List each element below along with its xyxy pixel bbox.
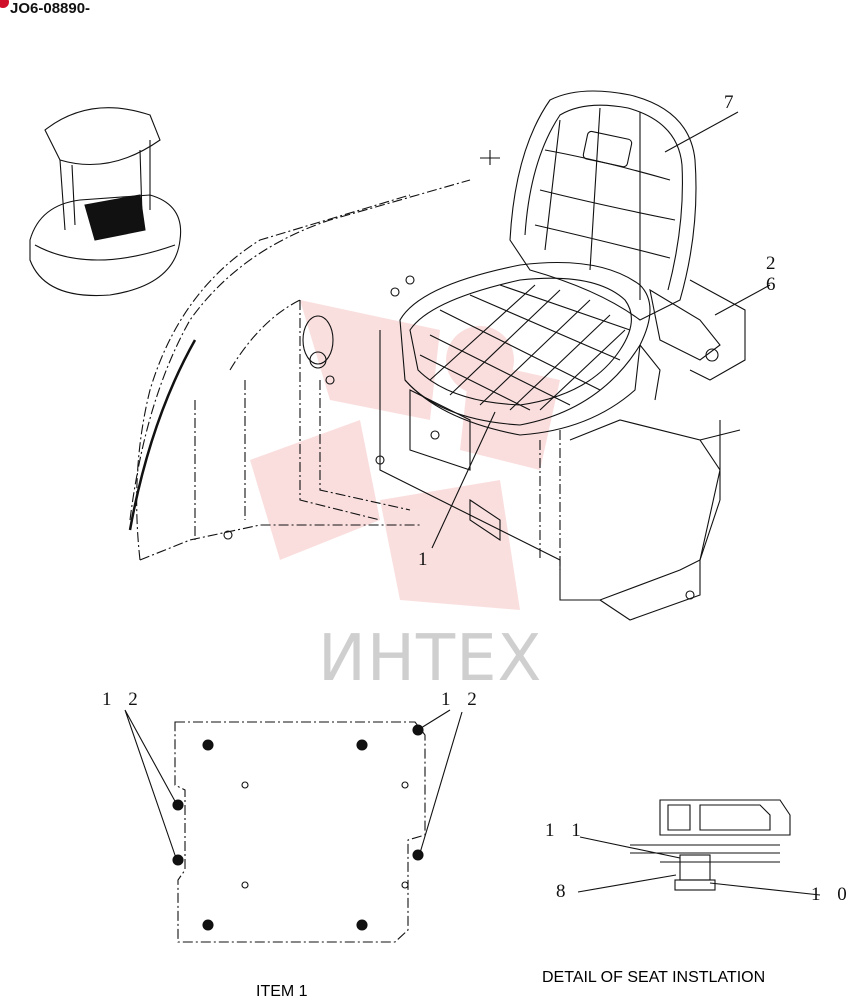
caption-detail: DETAIL OF SEAT INSTLATION <box>542 969 766 986</box>
caption-item-1: ITEM 1 <box>256 983 308 1000</box>
machine-thumbnail-icon <box>29 107 182 297</box>
callout-10: 1 0 <box>811 884 848 905</box>
document-badge-icon <box>0 0 9 8</box>
callout-6: 6 <box>766 274 782 295</box>
callout-11: 1 1 <box>545 820 587 841</box>
callout-2: 2 <box>766 253 782 274</box>
watermark-text: ИНТЕХ <box>318 622 543 696</box>
callout-1: 1 <box>418 549 434 570</box>
callout-12-left: 1 2 <box>102 689 144 710</box>
callout-7: 7 <box>724 92 740 113</box>
callout-12-right: 1 2 <box>441 689 483 710</box>
item-1-plate <box>124 709 463 943</box>
document-id: JO6-08890- <box>10 0 91 17</box>
callout-8: 8 <box>556 881 572 902</box>
seat-installation-detail <box>577 799 821 896</box>
